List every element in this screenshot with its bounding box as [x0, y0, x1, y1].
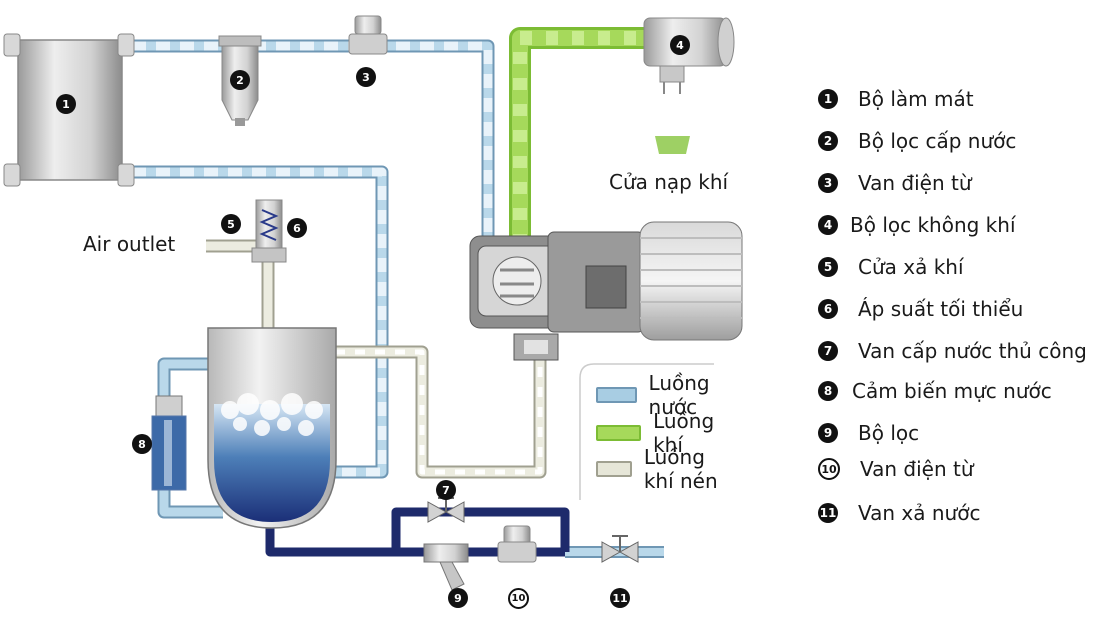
marker-11: 11 — [610, 588, 630, 608]
legend-item-7: 7 Van cấp nước thủ công — [818, 336, 1087, 366]
marker-7: 7 — [436, 480, 456, 500]
air-outlet-label: Air outlet — [83, 232, 176, 256]
water-flow-swatch — [596, 387, 637, 403]
minimum-pressure-valve — [251, 199, 287, 263]
marker-5: 5 — [221, 214, 241, 234]
water-drain-valve — [601, 535, 639, 563]
legend-item-2: 2 Bộ lọc cấp nước — [818, 126, 1016, 156]
compressed-air-swatch — [596, 461, 632, 477]
legend-number-10: 10 — [818, 458, 840, 480]
legend-label-6: Áp suất tối thiểu — [858, 297, 1024, 321]
legend-item-11: 11 Van xả nước — [818, 498, 980, 528]
legend-item-8: 8 Cảm biến mực nước — [818, 376, 1052, 406]
flow-legend-compressed-label: Luồng khí nén — [643, 445, 718, 493]
legend-item-4: 4 Bộ lọc không khí — [818, 210, 1016, 240]
marker-2: 2 — [230, 70, 250, 90]
motor — [547, 221, 743, 341]
air-filter — [643, 17, 735, 94]
flow-legend-water-label: Luồng nước — [648, 371, 710, 419]
legend-number-4: 4 — [818, 215, 838, 235]
marker-4: 4 — [670, 35, 690, 55]
legend-number-11: 11 — [818, 503, 838, 523]
air-flow-pipe — [509, 27, 650, 246]
marker-6: 6 — [287, 218, 307, 238]
marker-1: 1 — [56, 94, 76, 114]
legend-label-5: Cửa xả khí — [858, 255, 964, 279]
solenoid-valve-bottom — [497, 525, 537, 563]
legend-number-7: 7 — [818, 341, 838, 361]
legend-label-2: Bộ lọc cấp nước — [858, 129, 1017, 153]
legend-item-3: 3 Van điện từ — [818, 168, 972, 198]
legend-number-1: 1 — [818, 89, 838, 109]
compressed-air-pipes — [206, 239, 547, 479]
legend-label-9: Bộ lọc — [858, 421, 920, 445]
legend-number-8: 8 — [818, 381, 838, 401]
flow-legend-water: Luồng nước — [596, 371, 727, 419]
air-intake-arrow — [655, 136, 690, 154]
legend-label-10: Van điện từ — [860, 457, 974, 481]
legend-number-2: 2 — [818, 131, 838, 151]
legend-item-1: 1 Bộ làm mát — [818, 84, 974, 114]
flow-legend-air-label: Luồng khí — [653, 409, 715, 457]
legend-number-6: 6 — [818, 299, 838, 319]
flow-legend-compressed: Luồng khí nén — [596, 445, 727, 493]
legend-label-7: Van cấp nước thủ công — [858, 339, 1087, 363]
legend-label-8: Cảm biến mực nước — [852, 379, 1052, 403]
marker-10: 10 — [508, 588, 529, 609]
flow-legend-air: Luồng khí — [596, 409, 727, 457]
legend-number-3: 3 — [818, 173, 838, 193]
marker-3: 3 — [356, 67, 376, 87]
compressor-air-end — [469, 235, 571, 361]
legend-item-9: 9 Bộ lọc — [818, 418, 919, 448]
legend-label-11: Van xả nước — [858, 501, 981, 525]
legend-number-5: 5 — [818, 257, 838, 277]
legend-item-6: 6 Áp suất tối thiểu — [818, 294, 1023, 324]
legend-label-1: Bộ làm mát — [858, 87, 974, 111]
legend-item-10: 10 Van điện từ — [818, 454, 974, 484]
solenoid-valve-top — [348, 15, 388, 55]
separator-tank — [207, 327, 337, 529]
legend-label-4: Bộ lọc không khí — [850, 213, 1016, 237]
marker-8: 8 — [132, 434, 152, 454]
marker-9: 9 — [448, 588, 468, 608]
drain-filter — [423, 543, 469, 591]
legend-item-5: 5 Cửa xả khí — [818, 252, 964, 282]
legend-number-9: 9 — [818, 423, 838, 443]
manual-water-valve — [427, 497, 465, 523]
air-flow-swatch — [596, 425, 642, 441]
legend-label-3: Van điện từ — [858, 171, 972, 195]
legend-divider — [579, 363, 714, 500]
water-level-sensor — [151, 395, 187, 491]
air-intake-label: Cửa nạp khí — [609, 170, 729, 194]
